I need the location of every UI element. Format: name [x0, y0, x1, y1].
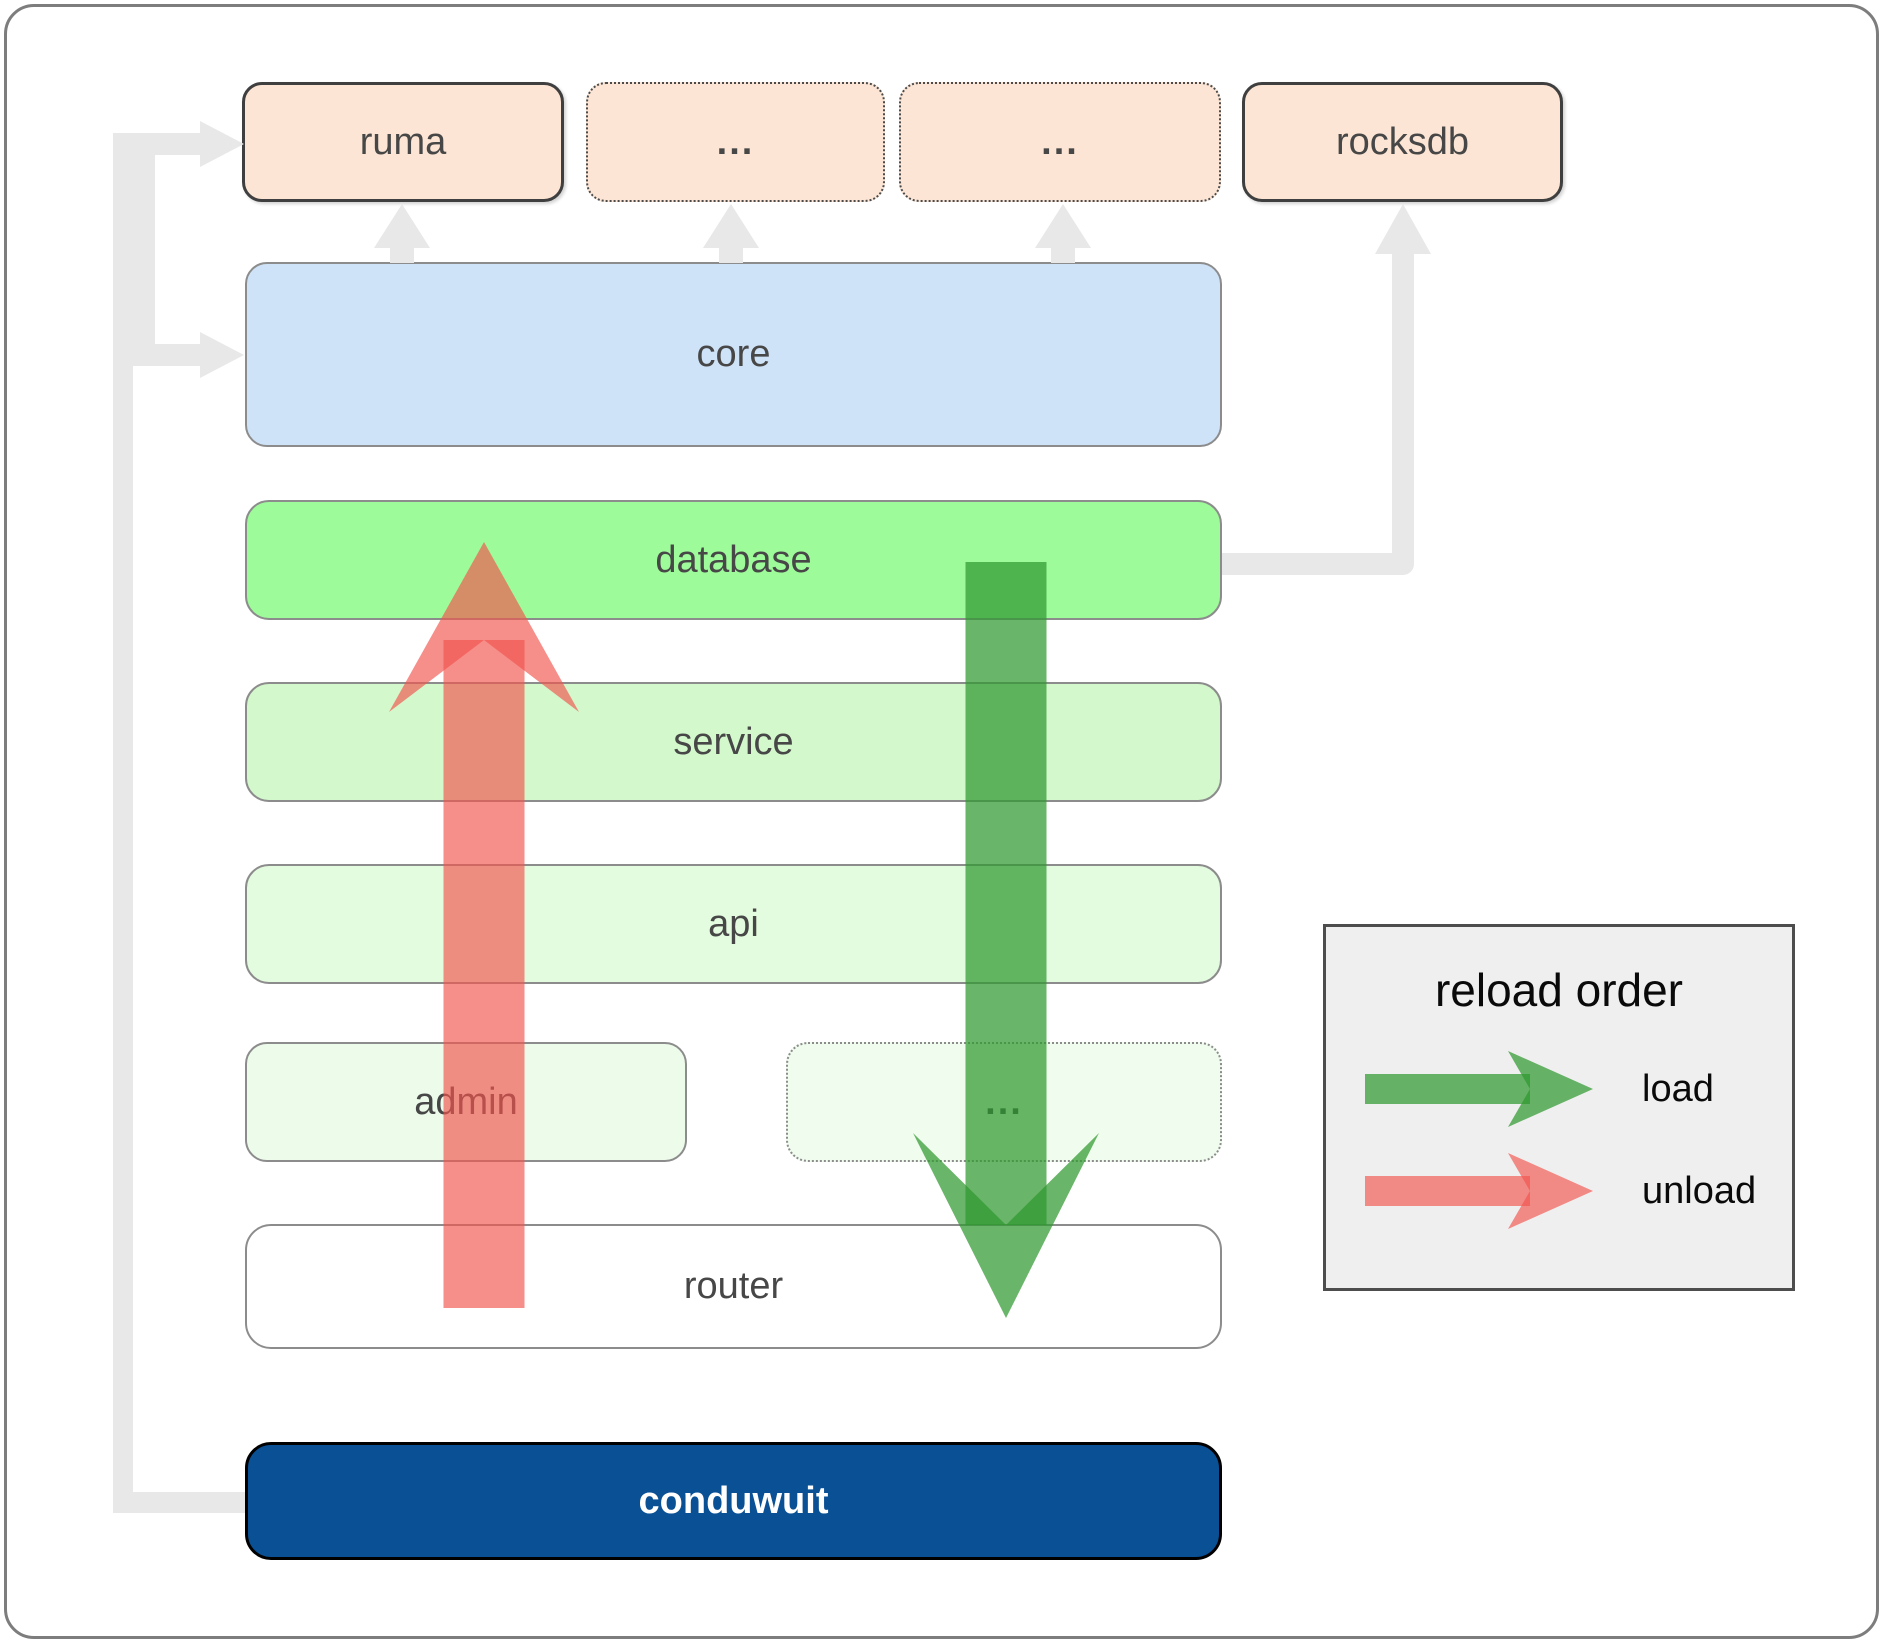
node-service-label: service: [673, 720, 794, 763]
unload-arrow-icon: [1365, 1153, 1593, 1229]
node-ruma: ruma: [242, 82, 564, 202]
legend-unload-label: unload: [1642, 1169, 1757, 1212]
node-ruma-label: ruma: [359, 120, 447, 163]
legend-load-label: load: [1642, 1067, 1714, 1110]
node-conduwuit-label: conduwuit: [638, 1479, 829, 1522]
node-other-dependency-1: ...: [586, 82, 885, 202]
node-other-dependency-1-label: ...: [716, 120, 755, 163]
node-core-label: core: [696, 333, 771, 375]
node-rocksdb-label: rocksdb: [1335, 120, 1470, 163]
node-admin: admin: [245, 1042, 687, 1162]
legend-title: reload order: [1434, 964, 1684, 1016]
diagram-border: [4, 4, 1879, 1639]
node-conduwuit: conduwuit: [245, 1442, 1222, 1560]
node-router-label: router: [683, 1265, 784, 1307]
load-arrow-icon: [1365, 1051, 1593, 1127]
node-router: router: [245, 1224, 1222, 1349]
legend: reload order load unload: [1323, 924, 1795, 1291]
node-database: database: [245, 500, 1222, 620]
node-service: service: [245, 682, 1222, 802]
node-admin-label: admin: [414, 1080, 518, 1123]
node-other-service-crate-label: ...: [985, 1080, 1023, 1123]
node-database-label: database: [655, 538, 812, 581]
node-core: core: [245, 262, 1222, 447]
node-rocksdb: rocksdb: [1242, 82, 1563, 202]
node-other-dependency-2-label: ...: [1041, 120, 1079, 163]
node-api: api: [245, 864, 1222, 984]
node-other-service-crate: ...: [786, 1042, 1222, 1162]
node-other-dependency-2: ...: [899, 82, 1221, 202]
node-api-label: api: [708, 902, 759, 945]
legend-unload-row: unload: [1348, 1151, 1756, 1231]
legend-load-row: load: [1348, 1049, 1714, 1129]
